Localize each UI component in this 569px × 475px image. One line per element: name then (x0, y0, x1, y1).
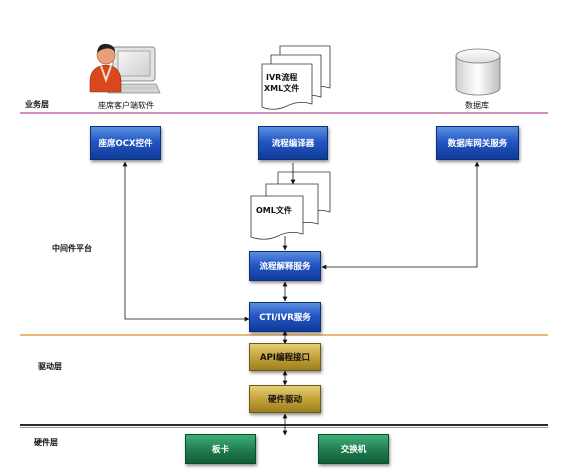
ocx-to-cti-arrow (122, 161, 250, 322)
ivr-xml-document-icon (261, 45, 331, 110)
layer-label-middleware: 中间件平台 (52, 244, 92, 253)
layer-label-driver: 驱动层 (38, 362, 62, 371)
switch-box: 交换机 (318, 434, 389, 464)
database-caption: 数据库 (465, 101, 489, 110)
database-icon (455, 48, 501, 96)
ivr-document-label-line2: XML文件 (264, 84, 300, 93)
flow-interpreter-service-box: 流程解释服务 (249, 251, 321, 281)
database-gateway-service-box: 数据库网关服务 (436, 126, 519, 160)
api-interface-box: API编程接口 (249, 343, 321, 371)
hardware-driver-box: 硬件驱动 (249, 385, 321, 413)
oml-document-icon (250, 171, 331, 240)
board-card-box: 板卡 (185, 434, 256, 464)
ivr-document-label-line1: IVR流程 (266, 73, 298, 82)
client-software-caption: 座席客户端软件 (98, 101, 154, 110)
dbgateway-to-interpreter-arrow (321, 161, 480, 270)
agent-ocx-control-box: 座席OCX控件 (90, 126, 161, 160)
oml-document-label: OML文件 (256, 206, 292, 215)
agent-computer-icon (89, 43, 161, 94)
layer-label-business: 业务层 (25, 100, 49, 109)
layer-label-hardware: 硬件层 (34, 438, 58, 447)
cti-ivr-service-box: CTI/IVR服务 (249, 302, 321, 332)
flow-editor-box: 流程编译器 (258, 126, 328, 160)
